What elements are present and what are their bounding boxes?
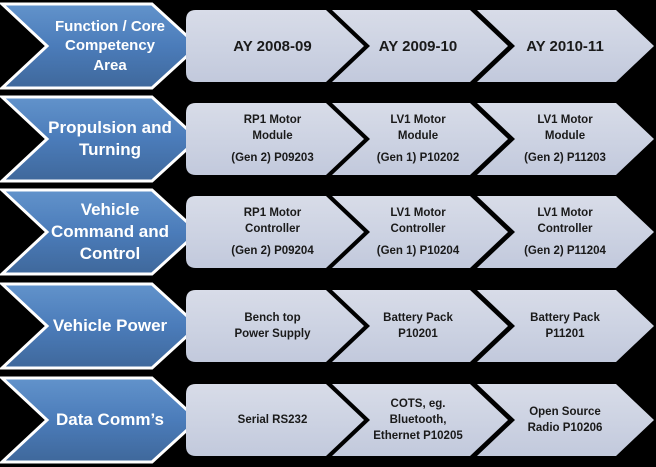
cell-shape-chevron (477, 103, 654, 175)
cell-open-source-radio: Open Source Radio P10206 (495, 376, 635, 464)
diagram-row-command-control: Vehicle Command and Control RP1 Motor Co… (0, 188, 656, 276)
cell-shape-rounded (186, 384, 364, 456)
cell-lv1-motor-module-gen2: LV1 Motor Module (Gen 2) P11203 (495, 95, 635, 183)
cell-text: LV1 Motor Controller (537, 207, 593, 236)
row-header-label: Function / Core Competency Area (55, 17, 165, 74)
row-shapes (0, 376, 654, 464)
cell-lv1-motor-controller-gen2: LV1 Motor Controller (Gen 2) P11204 (495, 188, 635, 276)
row-label-chevron (0, 95, 201, 183)
cell-code: (Gen 2) P09203 (231, 152, 314, 165)
cell-shape-chevron (332, 103, 508, 175)
cell-rp1-motor-module: RP1 Motor Module (Gen 2) P09203 (200, 95, 345, 183)
row-label-chevron (0, 376, 201, 464)
cell-shape-rounded (186, 196, 364, 268)
cell-shape-chevron (332, 10, 508, 82)
cell-lv1-motor-controller-gen1: LV1 Motor Controller (Gen 1) P10204 (348, 188, 488, 276)
row-header-label: Vehicle Power (52, 316, 168, 336)
row-header-label: Vehicle Command and Control (50, 200, 170, 263)
cell-ay-2009-10: AY 2009-10 (348, 2, 488, 90)
cell-text: RP1 Motor Controller (243, 207, 302, 236)
cell-battery-pack-p11201: Battery Pack P11201 (495, 282, 635, 370)
row-shapes (0, 95, 654, 183)
cell-code: (Gen 2) P11204 (524, 245, 606, 258)
cell-text: Battery Pack P11201 (530, 311, 600, 340)
cell-shape-chevron (332, 384, 508, 456)
cell-shape-rounded (186, 290, 364, 362)
header-chevron (0, 2, 201, 90)
row-shapes (0, 2, 654, 90)
cell-text: LV1 Motor Controller (390, 207, 446, 236)
cell-code: (Gen 1) P10204 (376, 245, 460, 258)
cell-serial-rs232: Serial RS232 (200, 376, 345, 464)
row-label-chevron (0, 282, 201, 370)
cell-text: LV1 Motor Module (390, 114, 446, 143)
row-label-chevron (0, 188, 201, 276)
cell-text: AY 2010-11 (526, 37, 604, 55)
diagram-row-propulsion: Propulsion and Turning RP1 Motor Module … (0, 95, 656, 183)
cell-cots-bluetooth-ethernet: COTS, eg. Bluetooth, Ethernet P10205 (348, 376, 488, 464)
cell-text: RP1 Motor Module (243, 114, 302, 143)
cell-code: (Gen 2) P09204 (231, 245, 314, 258)
cell-shape-rounded (186, 103, 364, 175)
cell-text: Battery Pack P10201 (383, 311, 453, 340)
diagram-row-vehicle-power: Vehicle Power Bench top Power Supply Bat… (0, 282, 656, 370)
row-header-label: Data Comm’s (55, 410, 164, 430)
cell-rp1-motor-controller: RP1 Motor Controller (Gen 2) P09204 (200, 188, 345, 276)
diagram-row-header: Function / Core Competency Area AY 2008-… (0, 2, 656, 90)
cell-text: AY 2008-09 (233, 37, 312, 55)
row-shapes (0, 282, 654, 370)
cell-shape-rounded (186, 10, 364, 82)
cell-text: Bench top Power Supply (234, 311, 311, 340)
cell-shape-chevron (332, 196, 508, 268)
row-header-label: Propulsion and Turning (48, 118, 172, 159)
cell-shape-chevron (477, 384, 654, 456)
diagram-row-data-comms: Data Comm’s Serial RS232 COTS, eg. Bluet… (0, 376, 656, 464)
cell-shape-chevron (332, 290, 508, 362)
cell-ay-2010-11: AY 2010-11 (495, 2, 635, 90)
cell-lv1-motor-module-gen1: LV1 Motor Module (Gen 1) P10202 (348, 95, 488, 183)
cell-text: LV1 Motor Module (537, 114, 593, 143)
cell-code: (Gen 2) P11203 (524, 152, 606, 165)
cell-text: AY 2009-10 (378, 37, 458, 55)
row-shapes (0, 188, 654, 276)
cell-text: Open Source Radio P10206 (527, 405, 603, 434)
cell-battery-pack-p10201: Battery Pack P10201 (348, 282, 488, 370)
cell-text: Serial RS232 (237, 413, 308, 426)
cell-bench-top-power-supply: Bench top Power Supply (200, 282, 345, 370)
cell-shape-chevron (477, 10, 654, 82)
cell-shape-chevron (477, 196, 654, 268)
cell-shape-chevron (477, 290, 654, 362)
cell-ay-2008-09: AY 2008-09 (200, 2, 345, 90)
cell-text: COTS, eg. Bluetooth, Ethernet P10205 (373, 397, 463, 443)
cell-code: (Gen 1) P10202 (376, 152, 460, 165)
